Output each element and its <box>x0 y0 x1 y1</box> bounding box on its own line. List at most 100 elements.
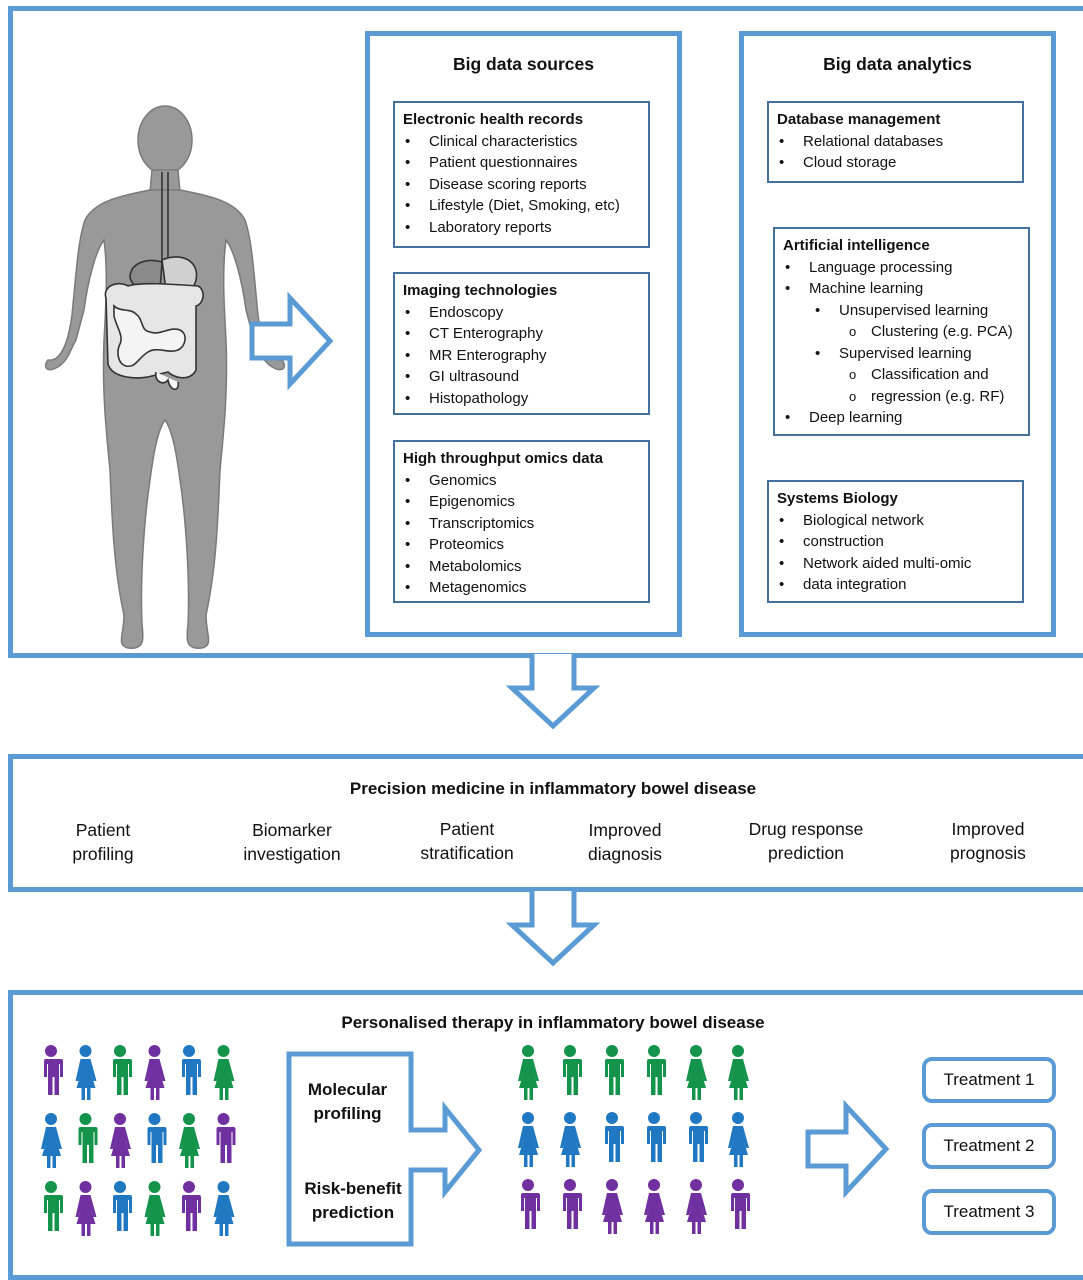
purple-female-person-icon <box>602 1179 623 1234</box>
purple-male-person-icon <box>518 1179 540 1229</box>
list-item: Deep learning <box>783 407 1020 429</box>
precision-item-drug-response: Drug response prediction <box>721 817 891 865</box>
blue-female-person-icon <box>41 1113 62 1168</box>
list-item: GI ultrasound <box>403 366 640 388</box>
list-item: Transcriptomics <box>403 513 640 535</box>
purple-male-person-icon <box>41 1045 63 1095</box>
blue-male-person-icon <box>644 1112 666 1162</box>
green-male-person-icon <box>560 1045 582 1095</box>
list-item: Relational databases <box>777 131 1014 153</box>
treatment-2-box: Treatment 2 <box>922 1123 1056 1169</box>
blue-male-person-icon <box>602 1112 624 1162</box>
precision-item-line: profiling <box>72 844 134 864</box>
list-item: Disease scoring reports <box>403 174 640 196</box>
systems-biology-list: Biological network construction Network … <box>777 510 1014 596</box>
list-item: Unsupervised learning <box>783 300 1020 322</box>
green-male-person-icon <box>644 1045 666 1095</box>
label-line: prediction <box>311 1203 395 1222</box>
blue-female-person-icon <box>560 1112 581 1167</box>
ai-title: Artificial intelligence <box>783 237 930 254</box>
list-item: Proteomics <box>403 534 640 556</box>
right-arrow-icon <box>805 1099 890 1199</box>
purple-male-person-icon <box>728 1179 750 1229</box>
blue-male-person-icon <box>144 1113 167 1163</box>
list-item: Histopathology <box>403 388 640 410</box>
list-item: Metagenomics <box>403 577 640 599</box>
stratified-population-group <box>518 1045 750 1234</box>
big-data-analytics-title: Big data analytics <box>823 54 972 74</box>
purple-female-person-icon <box>110 1113 131 1168</box>
purple-female-person-icon <box>686 1179 707 1234</box>
purple-male-person-icon <box>560 1179 582 1229</box>
list-item: Classification and <box>783 364 1020 386</box>
list-item: Metabolomics <box>403 556 640 578</box>
purple-male-person-icon <box>179 1181 201 1231</box>
profiling-arrow-icon <box>286 1051 483 1247</box>
omics-title: High throughput omics data <box>403 450 603 467</box>
imaging-list: Endoscopy CT Enterography MR Enterograph… <box>403 302 640 410</box>
systems-biology-box: Systems Biology Biological network const… <box>767 480 1024 603</box>
green-male-person-icon <box>110 1045 132 1095</box>
precision-item-diagnosis: Improved diagnosis <box>555 818 695 866</box>
molecular-profiling-label: Molecular profiling <box>295 1078 400 1126</box>
label-line: profiling <box>313 1104 382 1123</box>
precision-medicine-panel: Precision medicine in inflammatory bowel… <box>8 754 1083 892</box>
list-item: Patient questionnaires <box>403 152 640 174</box>
precision-item-stratification: Patient stratification <box>392 817 542 865</box>
precision-item-line: investigation <box>243 844 341 864</box>
precision-item-line: Patient <box>75 820 131 840</box>
precision-item-line: prognosis <box>950 843 1026 863</box>
blue-male-person-icon <box>686 1112 708 1162</box>
mixed-population-group <box>41 1045 236 1236</box>
imaging-box: Imaging technologies Endoscopy CT Entero… <box>393 272 650 415</box>
list-item: Endoscopy <box>403 302 640 324</box>
precision-item-prognosis: Improved prognosis <box>918 817 1058 865</box>
green-male-person-icon <box>41 1181 63 1231</box>
ehr-box: Electronic health records Clinical chara… <box>393 101 650 248</box>
right-arrow-icon <box>249 291 334 391</box>
list-item: Biological network <box>777 510 1014 532</box>
green-male-person-icon <box>75 1113 98 1163</box>
green-male-person-icon <box>602 1045 624 1095</box>
green-female-person-icon <box>518 1045 539 1100</box>
human-body-icon <box>44 105 286 649</box>
list-item: Lifestyle (Diet, Smoking, etc) <box>403 195 640 217</box>
omics-list: Genomics Epigenomics Transcriptomics Pro… <box>403 470 640 599</box>
list-item-continuation: regression (e.g. RF) <box>783 386 1020 408</box>
precision-item-line: stratification <box>420 843 514 863</box>
systems-biology-title: Systems Biology <box>777 490 898 507</box>
blue-female-person-icon <box>213 1181 235 1236</box>
precision-item-patient-profiling: Patient profiling <box>33 818 173 866</box>
green-female-person-icon <box>686 1045 707 1100</box>
database-title: Database management <box>777 111 941 128</box>
precision-item-line: Patient <box>439 819 495 839</box>
purple-female-person-icon <box>75 1181 97 1236</box>
list-item-text: regression (e.g. RF) <box>871 387 1005 405</box>
precision-medicine-title: Precision medicine in inflammatory bowel… <box>349 779 757 798</box>
green-female-person-icon <box>144 1181 166 1236</box>
treatment-1-box: Treatment 1 <box>922 1057 1056 1103</box>
treatment-3-box: Treatment 3 <box>922 1189 1056 1235</box>
list-item: Machine learning <box>783 278 1020 300</box>
list-item-continuation: data integration <box>777 574 1014 596</box>
blue-female-person-icon <box>728 1112 749 1167</box>
list-item: Laboratory reports <box>403 217 640 239</box>
label-line: Risk-benefit <box>304 1179 402 1198</box>
blue-male-person-icon <box>110 1181 132 1231</box>
ehr-title: Electronic health records <box>403 111 584 128</box>
imaging-title: Imaging technologies <box>403 282 558 299</box>
down-arrow-icon <box>505 891 601 967</box>
purple-female-person-icon <box>144 1045 166 1100</box>
list-item: Epigenomics <box>403 491 640 513</box>
list-item: Clustering (e.g. PCA) <box>783 321 1020 343</box>
list-item: Cloud storage <box>777 152 1014 174</box>
personalised-therapy-title: Personalised therapy in inflammatory bow… <box>341 1013 765 1032</box>
list-item: Network aided multi-omic <box>777 553 1014 575</box>
list-item: Genomics <box>403 470 640 492</box>
down-arrow-icon <box>505 654 601 730</box>
blue-female-person-icon <box>518 1112 539 1167</box>
precision-item-biomarker: Biomarker investigation <box>212 818 372 866</box>
precision-item-line: Biomarker <box>252 820 332 840</box>
ai-box: Artificial intelligence Language process… <box>773 227 1030 436</box>
purple-female-person-icon <box>644 1179 665 1234</box>
